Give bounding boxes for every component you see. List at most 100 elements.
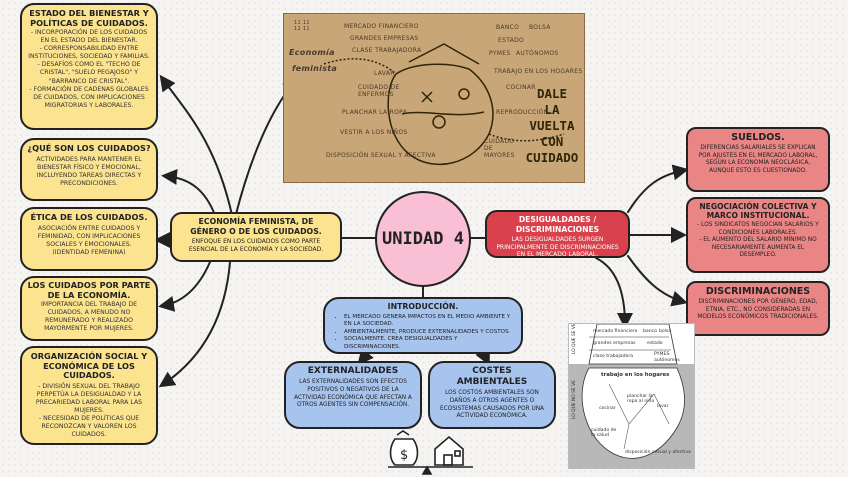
node-text: LOS COSTOS AMBIENTALES SON DAÑOS A OTROS… xyxy=(439,390,545,420)
sketch-label: CUIDADO DE MAYORES xyxy=(484,138,515,159)
node-title: LOS CUIDADOS POR PARTE DE LA ECONOMÍA. xyxy=(27,280,151,300)
node-text: - DIVISIÓN SEXUAL DEL TRABAJO PERPETÚA L… xyxy=(27,383,151,440)
sketch-label: GRANDES EMPRESAS xyxy=(350,35,419,42)
big-word: CUIDADO xyxy=(525,150,579,165)
iceberg-inner: cocinar xyxy=(599,406,616,411)
node-title: NEGOCIACIÓN COLECTIVA Y MARCO INSTITUCIO… xyxy=(699,202,817,220)
list-item: EL MERCADO GENERA IMPACTOS EN EL MEDIO A… xyxy=(344,314,514,329)
node-title: ÉTICA DE LOS CUIDADOS. xyxy=(30,212,148,222)
iceberg-chart: LO QUE SE VE LO QUE NO SE VE mercado fin… xyxy=(568,323,695,469)
sketch-label: COCINAR xyxy=(506,84,536,91)
sketch-label: PLANCHAR LA ROPA xyxy=(342,109,408,116)
node-line: - DESAFÍOS COMO EL "TECHO DE CRISTAL", "… xyxy=(37,61,141,85)
node-discriminaciones: DISCRIMINACIONES DISCRIMINACIONES POR GÉ… xyxy=(686,281,830,336)
node-etica-cuidados: ÉTICA DE LOS CUIDADOS. ASOCIACIÓN ENTRE … xyxy=(20,207,158,271)
node-title: INTRODUCCIÓN. xyxy=(387,302,459,311)
node-costes-ambientales: COSTES AMBIENTALES LOS COSTOS AMBIENTALE… xyxy=(428,361,556,429)
link-por-parte xyxy=(158,261,211,312)
sketch-title-2: feminista xyxy=(292,64,338,73)
node-title: ESTADO DEL BIENESTAR Y POLÍTICAS DE CUID… xyxy=(29,8,149,28)
iceberg-sketch-drawing xyxy=(323,43,565,166)
node-line: - INCORPORACIÓN DE LOS CUIDADOS EN EL ES… xyxy=(30,29,148,45)
node-text: ACTIVIDADES PARA MANTENER EL BIENESTAR F… xyxy=(36,155,142,187)
list-item: SOCIALMENTE, CREA DESIGUALDADES Y DISCRI… xyxy=(344,336,514,351)
sketch-title-1: Economía xyxy=(289,48,335,57)
node-line: - EL AUMENTO DEL SALARIO MÍNIMO NO NECES… xyxy=(699,237,817,259)
sketch-label: PYMES xyxy=(489,50,511,57)
iceberg-label: banco xyxy=(643,329,657,334)
sketch-label: VESTIR A LOS NIÑOS xyxy=(340,129,408,136)
sketch-label: ESTADO xyxy=(498,37,525,44)
iceberg-label: estado xyxy=(647,341,663,346)
sketch-label: MERCADO FINANCIERO xyxy=(344,23,419,30)
iceberg-label: PYMES xyxy=(654,352,670,357)
sketch-label: CUIDADO DE ENFERMOS xyxy=(358,84,400,98)
node-title: DESIGUALDADES / DISCRIMINACIONES xyxy=(515,215,600,234)
node-desigualdades: DESIGUALDADES / DISCRIMINACIONES LAS DES… xyxy=(485,210,630,258)
node-organizacion-social: ORGANIZACIÓN SOCIAL Y ECONÓMICA DE LOS C… xyxy=(20,346,158,445)
node-title: COSTES AMBIENTALES xyxy=(456,366,528,387)
link-iceberg xyxy=(595,257,633,329)
iceberg-bottom: disposición sexual y afectiva xyxy=(625,450,691,455)
link-discriminaciones xyxy=(627,255,688,307)
iceberg-inner: cuidado de la salud xyxy=(591,428,617,438)
iceberg-side-top: LO QUE SE VE xyxy=(572,323,577,354)
node-text: ENFOQUE EN LOS CUIDADOS COMO PARTE ESENC… xyxy=(188,238,324,253)
big-word: LA xyxy=(544,102,560,117)
scale-money-house-icon: $ xyxy=(388,430,473,475)
node-title: SUELDOS. xyxy=(731,132,785,143)
svg-text:$: $ xyxy=(400,448,408,463)
sketch-label: BANCO xyxy=(496,24,520,31)
node-line: - NECESIDAD DE POLÍTICAS QUE RECONOZCAN … xyxy=(38,414,140,439)
center-unidad: UNIDAD 4 xyxy=(375,191,471,287)
node-text: DISCRIMINACIONES POR GÉNERO, EDAD, ETNIA… xyxy=(697,299,819,321)
iceberg-label: bolsa xyxy=(659,329,672,334)
link-estado xyxy=(159,74,233,216)
node-cuidados-economia: LOS CUIDADOS POR PARTE DE LA ECONOMÍA. I… xyxy=(20,276,158,341)
list-item: AMBIENTALMENTE, PRODUCE EXTERNALIDADES Y… xyxy=(344,329,514,337)
iceberg-inner: planchar la ropa al niño xyxy=(627,394,655,404)
node-externalidades: EXTERNALIDADES LAS EXTERNALIDADES SON EF… xyxy=(284,361,422,429)
sketch-label: BOLSA xyxy=(529,24,551,31)
node-title: ¿QUÉ SON LOS CUIDADOS? xyxy=(27,143,151,153)
node-line: - CORRESPONSABILIDAD ENTRE INSTITUCIONES… xyxy=(28,45,150,61)
sketch-label: CLASE TRABAJADORA xyxy=(352,47,422,54)
big-word: VUELTA xyxy=(529,118,575,133)
node-text: ASOCIACIÓN ENTRE CUIDADOS Y FEMINIDAD, C… xyxy=(37,224,141,256)
iceberg-side-bottom: LO QUE NO SE VE xyxy=(572,380,577,419)
node-text: - LOS SINDICATOS NEGOCIAN SALARIOS Y CON… xyxy=(694,222,822,260)
iceberg-inner: lavar xyxy=(657,404,669,409)
link-que-son xyxy=(161,168,216,216)
iceberg-label: autónomos xyxy=(654,358,680,363)
node-economia-feminista: ECONOMÍA FEMINISTA, DE GÉNERO O DE LOS C… xyxy=(170,212,342,262)
sketch-label: TRABAJO EN LOS HOGARES xyxy=(494,68,583,75)
node-negociacion-colectiva: NEGOCIACIÓN COLECTIVA Y MARCO INSTITUCIO… xyxy=(686,197,830,273)
node-text: LAS EXTERNALIDADES SON EFECTOS POSITIVOS… xyxy=(294,379,412,409)
big-word: DALE xyxy=(536,86,568,101)
node-text: DIFERENCIAS SALARIALES SE EXPLICAN POR A… xyxy=(698,145,818,174)
link-organizacion xyxy=(158,261,231,388)
node-line: - DIVISIÓN SEXUAL DEL TRABAJO PERPETÚA L… xyxy=(35,382,143,414)
node-text: - INCORPORACIÓN DE LOS CUIDADOS EN EL ES… xyxy=(26,29,152,110)
sketch-label: AUTÓNOMOS xyxy=(516,50,559,57)
iceberg-label: grandes empresas xyxy=(593,341,636,346)
node-estado-bienestar: ESTADO DEL BIENESTAR Y POLÍTICAS DE CUID… xyxy=(20,3,158,130)
node-text: LAS DESIGUALDADES SURGEN PRINCIPALMENTE … xyxy=(496,236,619,259)
node-sueldos: SUELDOS. DIFERENCIAS SALARIALES SE EXPLI… xyxy=(686,127,830,192)
node-introduccion: INTRODUCCIÓN. EL MERCADO GENERA IMPACTOS… xyxy=(323,297,523,354)
big-word: CON xyxy=(540,134,564,149)
iceberg-label: clase trabajadora xyxy=(593,354,634,359)
sketch-label: DISPOSICIÓN SEXUAL Y AFECTIVA xyxy=(326,152,436,159)
node-line: - LOS SINDICATOS NEGOCIAN SALARIOS Y CON… xyxy=(697,222,819,236)
sketch-label: LAVAR xyxy=(374,70,395,77)
node-title: ECONOMÍA FEMINISTA, DE GÉNERO O DE LOS C… xyxy=(190,217,322,236)
node-title: DISCRIMINACIONES xyxy=(705,286,811,297)
center-title: UNIDAD 4 xyxy=(382,229,464,249)
link-sueldos xyxy=(627,164,689,213)
node-title: EXTERNALIDADES xyxy=(307,366,399,376)
iceberg-label: mercado financiero xyxy=(593,329,638,334)
iceberg-drawing xyxy=(569,324,694,468)
node-line: - FORMACIÓN DE CADENAS GLOBALES DE CUIDA… xyxy=(29,85,149,109)
